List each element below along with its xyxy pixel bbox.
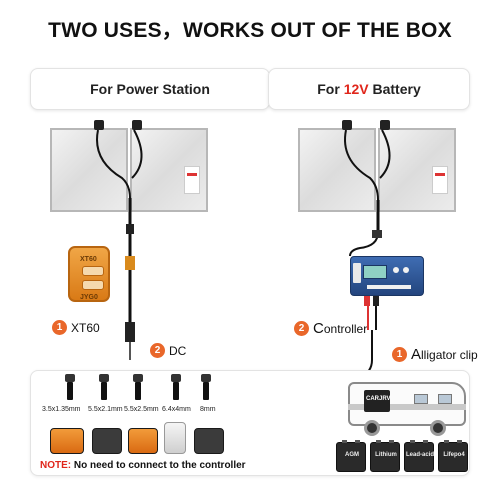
battery-label-prefix: For: [317, 81, 344, 97]
power-station-device-icon: [128, 428, 158, 454]
dc-plug-icon: [170, 374, 182, 400]
controller-logo: [353, 263, 361, 283]
battery-type-icon: Lithium: [370, 440, 400, 472]
battery-type-icon: AGM: [336, 440, 366, 472]
dc-plug-icon: [64, 374, 76, 400]
solar-panel-cell: [130, 128, 208, 212]
controller-lcd: [363, 265, 387, 279]
xt60-label: 1 XT60: [52, 320, 100, 335]
dc-label: 2 DC: [150, 343, 186, 358]
solar-panel-cell: [378, 128, 456, 212]
step-number-badge: 2: [150, 343, 165, 358]
solar-panel-cell: [50, 128, 128, 212]
rv-stripe: [348, 404, 466, 410]
rv-window: [414, 394, 428, 404]
junction-box: [132, 120, 142, 130]
controller-label-initial: C: [313, 320, 324, 337]
xt60-slot: [82, 280, 104, 290]
battery-tab: For 12V Battery: [268, 68, 470, 110]
panel-sticker: [432, 166, 448, 194]
step-number-badge: 1: [392, 347, 407, 362]
battery-label-suffix: Battery: [368, 81, 421, 97]
xt60-slot: [82, 266, 104, 276]
junction-box: [94, 120, 104, 130]
power-station-device-icon: [50, 428, 84, 454]
battery-voltage: 12V: [343, 81, 369, 97]
xt60-tag-top: XT60: [80, 256, 97, 263]
junction-box: [380, 120, 390, 130]
power-station-tab: For Power Station: [30, 68, 270, 110]
dc-size-label: 5.5x2.5mm: [124, 406, 159, 413]
charge-controller-image: [350, 256, 424, 296]
xt60-tag-bottom: JYG0: [80, 294, 98, 301]
battery-type-icon: Lead-acid: [404, 440, 434, 472]
note-body: No need to connect to the controller: [73, 460, 246, 471]
controller-label-rest: ontroller: [323, 321, 368, 336]
power-station-device-icon: [92, 428, 122, 454]
dc-label-text: DC: [169, 343, 187, 358]
rv-wheel: [430, 420, 446, 436]
battery-type-label: Lithium: [375, 452, 397, 458]
controller-button: [393, 267, 399, 273]
battery-type-label: Lead-acid: [405, 452, 434, 458]
solar-panel-left: [48, 120, 208, 212]
power-station-device-icon: [194, 428, 224, 454]
power-station-label: For Power Station: [90, 81, 210, 97]
controller-button: [403, 267, 409, 273]
rv-battery: CARJRV: [364, 390, 391, 412]
xt60-body: XT60 JYG0: [68, 246, 110, 302]
junction-box: [342, 120, 352, 130]
rv-window: [438, 394, 452, 404]
panel-sticker: [184, 166, 200, 194]
note-text: NOTE: No need to connect to the controll…: [40, 460, 246, 471]
dc-size-label: 8mm: [200, 406, 216, 413]
dc-size-label: 6.4x4mm: [162, 406, 191, 413]
clip-label-rest: lligator clip: [421, 347, 478, 362]
headline: TWO USES，WORKS OUT OF THE BOX: [48, 19, 452, 42]
clip-label-initial: A: [411, 346, 422, 363]
solar-panel-cell: [298, 128, 376, 212]
xt60-label-text: XT60: [71, 320, 100, 335]
step-number-badge: 1: [52, 320, 67, 335]
power-station-device-icon: [164, 422, 186, 454]
dc-plug-icon: [98, 374, 110, 400]
battery-type-icon: Lifepo4: [438, 440, 468, 472]
battery-type-label: Lifepo4: [443, 452, 465, 458]
controller-strip: [367, 285, 411, 289]
dc-size-label: 3.5x1.35mm: [42, 406, 81, 413]
battery-type-label: AGM: [345, 452, 359, 458]
rv-image: CARJRV: [334, 374, 468, 438]
rv-battery-label: CARJRV: [366, 396, 391, 402]
step-number-badge: 2: [294, 321, 309, 336]
rv-wheel: [364, 420, 380, 436]
note-prefix: NOTE:: [40, 460, 74, 471]
dc-plug-icon: [132, 374, 144, 400]
solar-panel-right: [296, 120, 456, 212]
xt60-connector-image: XT60 JYG0: [64, 242, 114, 306]
dc-size-label: 5.5x2.1mm: [88, 406, 123, 413]
dc-plug-icon: [200, 374, 212, 400]
